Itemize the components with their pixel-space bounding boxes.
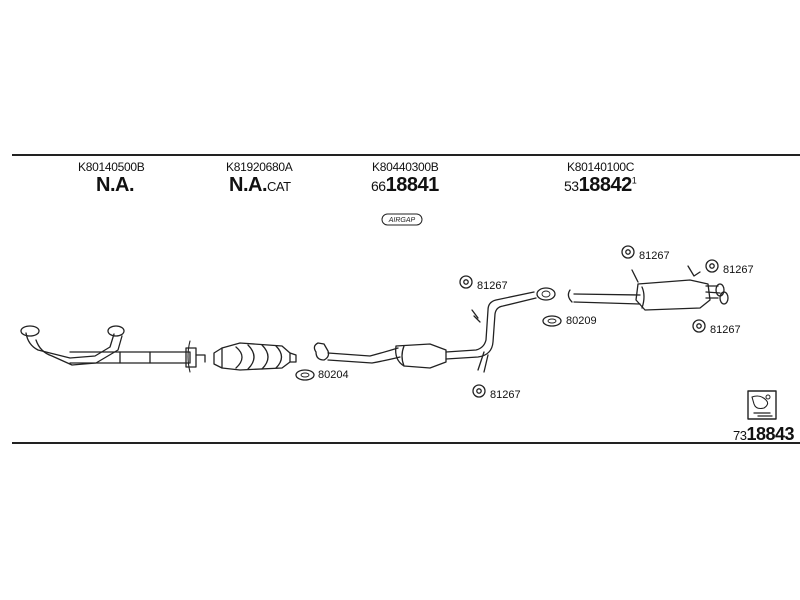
section-2-name: N.A.CAT: [229, 174, 291, 197]
section-1-name-text: N.A.: [96, 174, 135, 196]
section-3-number: 6618841: [371, 174, 439, 197]
part-label-80204: 80204: [318, 369, 349, 381]
section-2-code: K81920680A: [226, 160, 293, 174]
airgap-badge-text: AIRGAP: [388, 217, 416, 224]
part-label-81267-e: 81267: [490, 389, 521, 401]
part-label-81267-a: 81267: [477, 280, 508, 292]
section-2-suffix: CAT: [267, 179, 291, 194]
tailpipe-1: [715, 283, 725, 297]
gasket-80209-icon: [542, 315, 562, 327]
footer-number: 7318843: [733, 424, 795, 445]
pipe-flange-mid: [536, 287, 556, 301]
rubber-hanger-icon-4: [692, 319, 706, 333]
part-label-80209: 80209: [566, 315, 597, 327]
section-1-code: K80140500B: [78, 160, 145, 174]
mounting-kit-icon: [747, 390, 777, 420]
section-2-name-text: N.A.: [229, 174, 268, 196]
section-3-code: K80440300B: [372, 160, 439, 174]
gasket-80204-icon: [295, 369, 315, 381]
bottom-rule: [12, 442, 800, 444]
manifold-flange-right: [107, 325, 125, 337]
rear-silencer: [567, 265, 729, 311]
rubber-hanger-icon-5: [472, 384, 486, 398]
section-4-prefix: 53: [564, 178, 579, 194]
top-rule: [12, 154, 800, 156]
section-1-name: N.A.: [96, 174, 135, 197]
section-4-number: 53188421: [564, 174, 637, 197]
part-label-81267-c: 81267: [723, 264, 754, 276]
front-pipe: [20, 325, 206, 368]
airgap-badge: AIRGAP: [381, 213, 423, 226]
footer-prefix: 73: [733, 428, 747, 443]
centre-pipe: [313, 287, 556, 373]
section-3-number-text: 18841: [385, 174, 440, 196]
section-3-prefix: 66: [371, 178, 386, 194]
tailpipe-2: [719, 291, 729, 305]
rubber-hanger-icon-2: [621, 245, 635, 259]
rubber-hanger-icon-1: [459, 275, 473, 289]
manifold-flange-left: [20, 325, 40, 337]
catalytic-converter: [213, 342, 297, 371]
section-bracket-1: [187, 340, 191, 373]
part-label-81267-b: 81267: [639, 250, 670, 262]
part-label-81267-d: 81267: [710, 324, 741, 336]
section-4-code: K80140100C: [567, 160, 635, 174]
section-4-number-text: 18842: [578, 174, 633, 196]
rubber-hanger-icon-3: [705, 259, 719, 273]
section-4-superscript: 1: [631, 175, 637, 186]
footer-number-text: 18843: [746, 424, 795, 444]
